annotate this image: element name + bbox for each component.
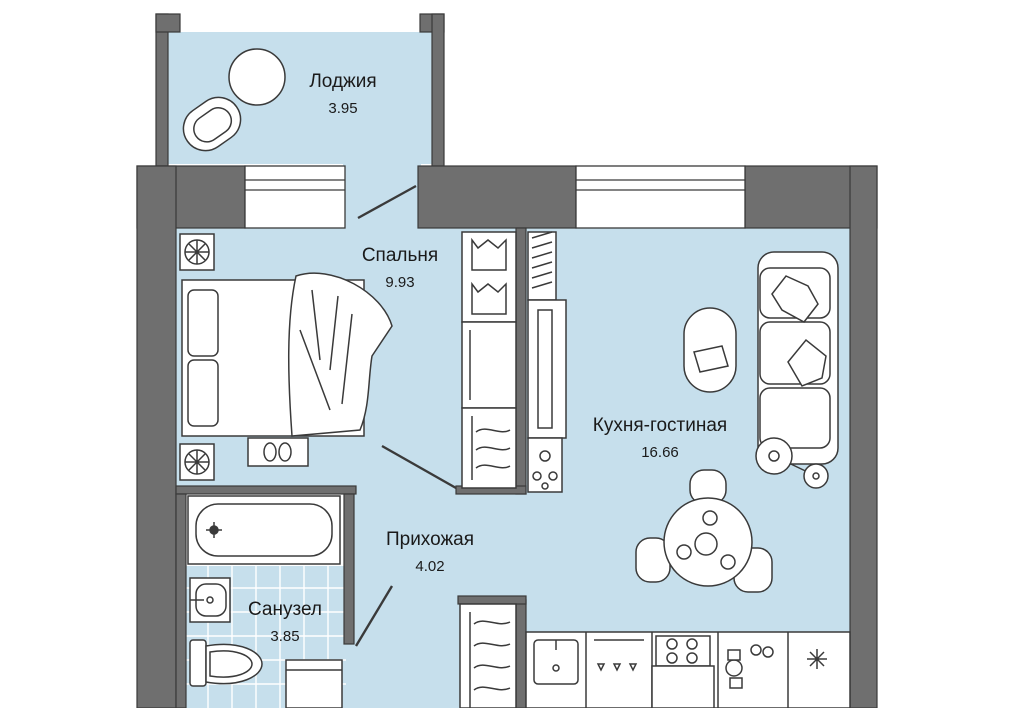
wall-bedroom-bottom: [175, 485, 357, 495]
kitchen-counter: [525, 631, 851, 708]
room-name: Прихожая: [385, 529, 475, 550]
shelf-icon: [527, 231, 557, 301]
pillow-icon: [787, 338, 827, 387]
wall-hall-kitchen: [515, 599, 527, 708]
room-area: 16.66: [641, 444, 679, 461]
windows: [244, 165, 746, 229]
loggia-passage-floor: [343, 160, 421, 230]
room-label-bathroom: Санузел 3.85: [230, 598, 340, 648]
floor-lamp-icon: [755, 437, 829, 489]
washbasin-icon: [189, 577, 231, 623]
tv-stand-icon: [527, 299, 567, 439]
wall-left: [136, 165, 177, 708]
bathroom-furniture: [187, 495, 343, 708]
dining-table-icon: [635, 469, 773, 593]
door-swing-icon: [381, 444, 457, 490]
room-label-bedroom: Спальня 9.93: [340, 244, 460, 294]
wall-right: [849, 165, 878, 708]
shoe-rack-icon: [459, 603, 517, 708]
wall-hall-stub: [457, 595, 527, 605]
room-label-loggia: Лоджия 3.95: [283, 70, 403, 120]
coffee-table-icon: [683, 307, 737, 393]
room-area: 3.95: [328, 100, 358, 117]
door-swing-icon: [357, 184, 417, 220]
slippers-icon: [247, 437, 309, 467]
bedroom-window: [244, 165, 346, 229]
room-label-hallway: Прихожая 4.02: [360, 528, 500, 578]
armchair-icon: [182, 96, 242, 152]
kitchen-living-furniture: [525, 231, 851, 708]
wall-bath-right: [343, 493, 355, 645]
hallway-furniture: [459, 603, 517, 708]
kitchen-sink-icon: [533, 632, 587, 708]
kettle-icon: [725, 632, 789, 708]
double-bed-icon: [181, 272, 393, 437]
room-area: 4.02: [415, 558, 445, 575]
oven-icon: [527, 437, 563, 493]
stove-icon: [651, 632, 719, 708]
wall-bedroom-kitchen: [515, 227, 527, 495]
loggia-wall-left: [155, 13, 169, 167]
pillow-icon: [771, 275, 819, 323]
room-name: Санузел: [247, 599, 322, 620]
room-name: Спальня: [361, 245, 439, 266]
door-swing-icon: [354, 585, 394, 647]
bedroom-furniture: [179, 231, 517, 489]
room-area: 3.85: [270, 628, 300, 645]
air-conditioner-icon: [179, 443, 215, 481]
loggia-wall-right: [431, 13, 445, 167]
loggia-wall-top-left: [155, 13, 181, 33]
room-name: Кухня-гостиная: [592, 415, 728, 436]
room-label-kitchen-living: Кухня-гостиная 16.66: [570, 414, 750, 464]
wardrobe-icon: [461, 231, 517, 323]
wall-bath-left: [175, 493, 187, 708]
kitchen-window: [575, 165, 746, 229]
wall-top-pier: [417, 165, 577, 229]
room-area: 9.93: [385, 274, 415, 291]
air-conditioner-icon: [179, 233, 215, 271]
loggia-furniture: [182, 48, 286, 152]
sofa-icon: [757, 251, 839, 465]
round-table-icon: [228, 48, 286, 106]
room-name: Лоджия: [309, 71, 377, 92]
washing-machine-icon: [285, 659, 343, 708]
bathtub-icon: [187, 495, 341, 565]
doors: [354, 184, 457, 647]
wardrobe-icon: [461, 321, 517, 409]
fridge-icon: [807, 649, 827, 669]
walls: [136, 13, 878, 708]
toilet-icon: [189, 639, 263, 687]
shoe-rack-icon: [461, 407, 517, 489]
